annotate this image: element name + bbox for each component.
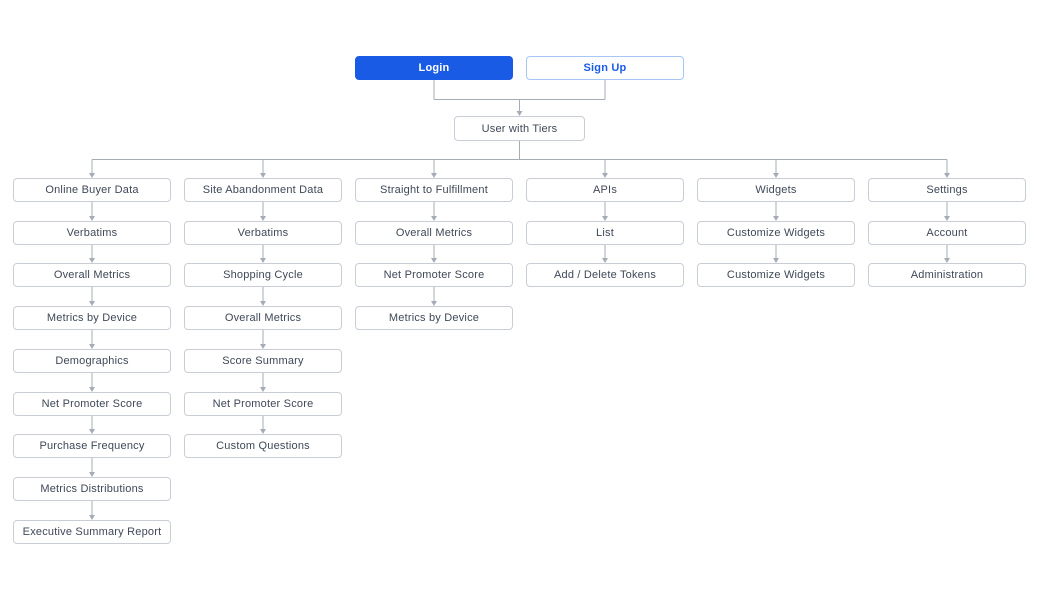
node-site-abandonment-data[interactable]: Site Abandonment Data	[184, 178, 342, 202]
node-widgets[interactable]: Widgets	[697, 178, 855, 202]
node-demographics[interactable]: Demographics	[13, 349, 171, 373]
node-administration[interactable]: Administration	[868, 263, 1026, 287]
node-customize-widgets[interactable]: Customize Widgets	[697, 221, 855, 245]
login-button[interactable]: Login	[355, 56, 513, 80]
node-online-buyer-data[interactable]: Online Buyer Data	[13, 178, 171, 202]
node-custom-questions[interactable]: Custom Questions	[184, 434, 342, 458]
node-metrics-distributions[interactable]: Metrics Distributions	[13, 477, 171, 501]
node-user-with-tiers[interactable]: User with Tiers	[454, 116, 585, 141]
node-net-promoter-score[interactable]: Net Promoter Score	[13, 392, 171, 416]
node-customize-widgets[interactable]: Customize Widgets	[697, 263, 855, 287]
node-overall-metrics[interactable]: Overall Metrics	[13, 263, 171, 287]
node-purchase-frequency[interactable]: Purchase Frequency	[13, 434, 171, 458]
node-straight-to-fulfillment[interactable]: Straight to Fulfillment	[355, 178, 513, 202]
node-list[interactable]: List	[526, 221, 684, 245]
node-net-promoter-score[interactable]: Net Promoter Score	[184, 392, 342, 416]
node-verbatims[interactable]: Verbatims	[184, 221, 342, 245]
node-verbatims[interactable]: Verbatims	[13, 221, 171, 245]
node-overall-metrics[interactable]: Overall Metrics	[184, 306, 342, 330]
node-settings[interactable]: Settings	[868, 178, 1026, 202]
node-net-promoter-score[interactable]: Net Promoter Score	[355, 263, 513, 287]
node-apis[interactable]: APIs	[526, 178, 684, 202]
node-executive-summary-report[interactable]: Executive Summary Report	[13, 520, 171, 544]
signup-button[interactable]: Sign Up	[526, 56, 684, 80]
node-metrics-by-device[interactable]: Metrics by Device	[13, 306, 171, 330]
node-score-summary[interactable]: Score Summary	[184, 349, 342, 373]
node-metrics-by-device[interactable]: Metrics by Device	[355, 306, 513, 330]
node-overall-metrics[interactable]: Overall Metrics	[355, 221, 513, 245]
node-shopping-cycle[interactable]: Shopping Cycle	[184, 263, 342, 287]
node-add-delete-tokens[interactable]: Add / Delete Tokens	[526, 263, 684, 287]
node-account[interactable]: Account	[868, 221, 1026, 245]
